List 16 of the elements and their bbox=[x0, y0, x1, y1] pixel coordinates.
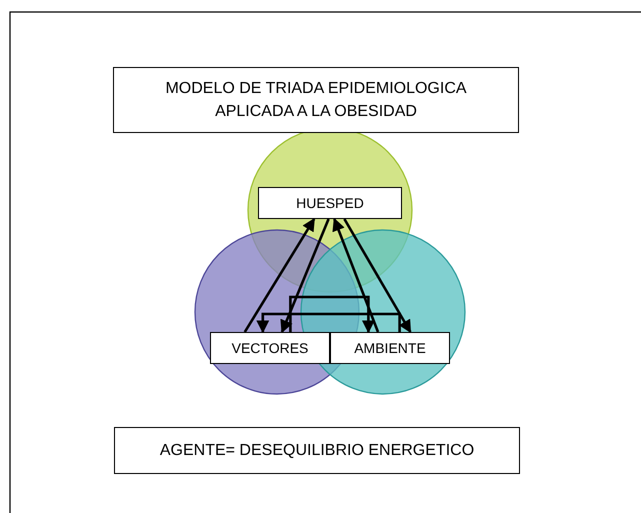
arrow bbox=[280, 218, 330, 334]
box-text: VECTORES bbox=[230, 338, 310, 358]
arrow bbox=[332, 218, 380, 332]
vectors-box bbox=[210, 332, 330, 364]
box-text: AGENTE= DESEQUILIBRIO ENERGETICO bbox=[158, 440, 476, 461]
title-box bbox=[113, 67, 519, 133]
agent-box bbox=[114, 427, 520, 474]
arrow bbox=[289, 296, 375, 334]
box-text: MODELO DE TRIADA EPIDEMIOLOGICA APLICADA A LA OBESIDAD bbox=[164, 78, 468, 122]
host-box bbox=[258, 187, 402, 219]
box-text: AMBIENTE bbox=[353, 338, 427, 358]
box-text: HUESPED bbox=[295, 194, 365, 213]
arrow bbox=[256, 312, 401, 334]
arrow bbox=[244, 218, 316, 333]
environment-box bbox=[330, 332, 450, 364]
arrow bbox=[343, 218, 412, 334]
